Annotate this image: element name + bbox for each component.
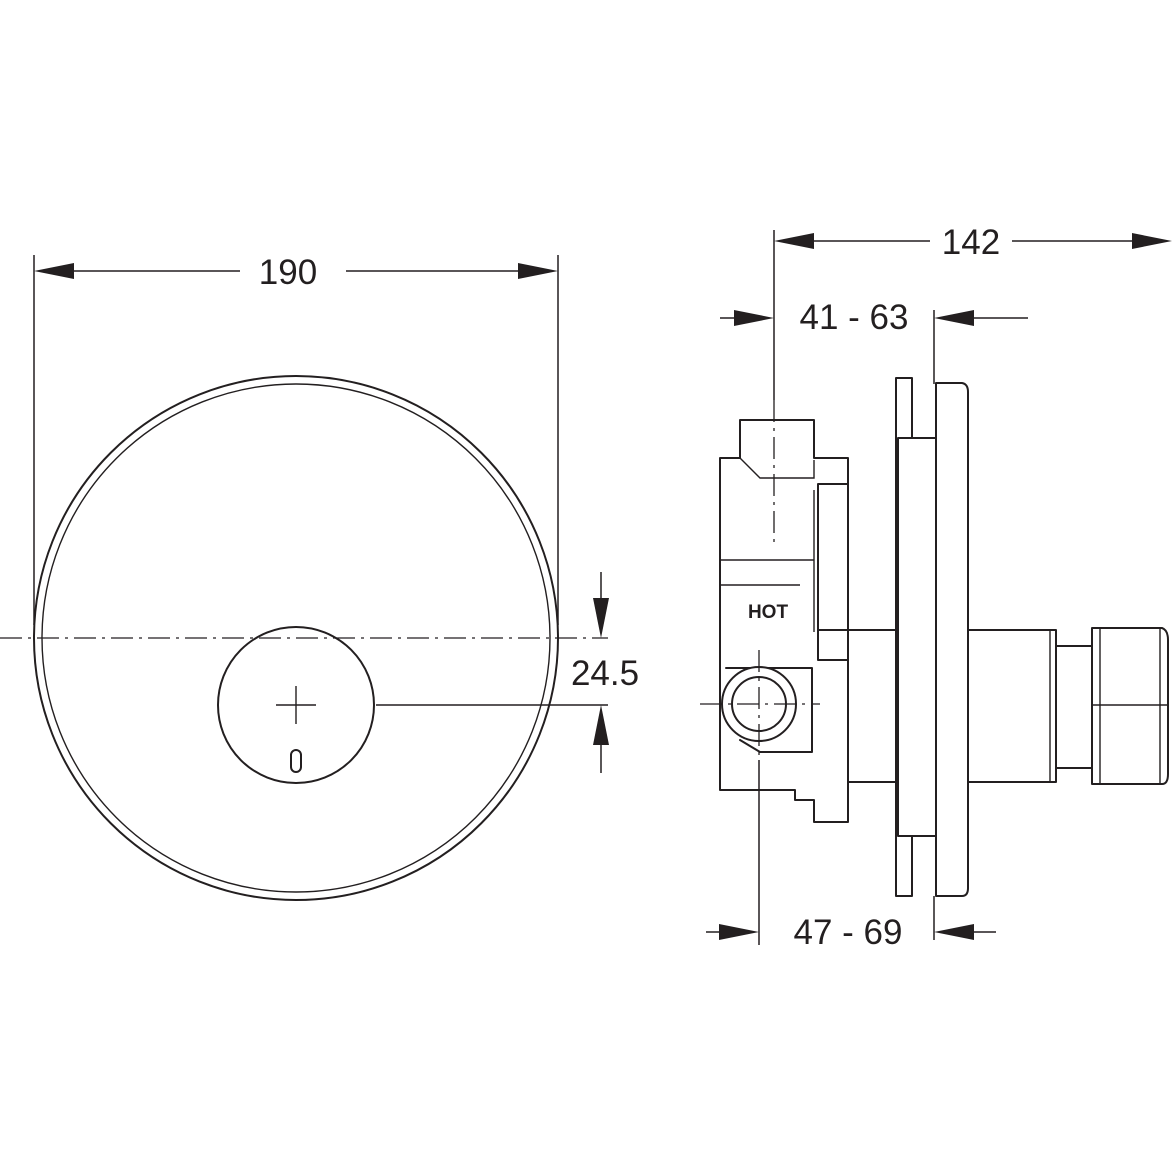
spindle-neck xyxy=(1055,645,1093,769)
plate-seal xyxy=(897,437,937,837)
arrow-down xyxy=(593,598,609,638)
side-port xyxy=(817,629,849,661)
wall-range-upper-value: 41 - 63 xyxy=(800,298,909,337)
dimension-wall-range-lower: 47 - 69 xyxy=(706,760,996,952)
side-view: HOT xyxy=(719,377,1169,897)
dimension-total-depth: 142 xyxy=(773,223,1172,400)
knob-indicator xyxy=(290,749,302,773)
wall-range-lower-value: 47 - 69 xyxy=(794,913,903,952)
arrow-right xyxy=(518,263,558,279)
control-knob xyxy=(217,626,375,784)
knob-offset-value: 24.5 xyxy=(571,654,639,693)
inlet-bracket xyxy=(725,667,813,753)
spindle-body xyxy=(965,629,1057,783)
arrow-right xyxy=(1132,233,1172,249)
spindle-sleeve xyxy=(847,629,899,783)
arrow-left xyxy=(774,233,814,249)
housing-flange xyxy=(817,483,849,633)
arrow-right xyxy=(719,924,759,940)
arrow-right xyxy=(734,310,774,326)
arrow-left xyxy=(934,310,974,326)
dimension-knob-offset: 24.5 xyxy=(571,572,639,773)
knob-cap xyxy=(1091,627,1169,785)
arrow-left xyxy=(34,263,74,279)
arrow-up xyxy=(593,705,609,745)
diameter-value: 190 xyxy=(259,253,317,292)
arrow-left xyxy=(934,924,974,940)
total-depth-value: 142 xyxy=(942,223,1000,262)
dimension-diameter: 190 xyxy=(33,253,559,625)
dimension-wall-range-upper: 41 - 63 xyxy=(720,298,1028,384)
hot-label: HOT xyxy=(748,602,789,623)
front-escutcheon-plate xyxy=(935,382,969,897)
housing-recess xyxy=(739,457,815,479)
valve-housing xyxy=(719,419,849,823)
